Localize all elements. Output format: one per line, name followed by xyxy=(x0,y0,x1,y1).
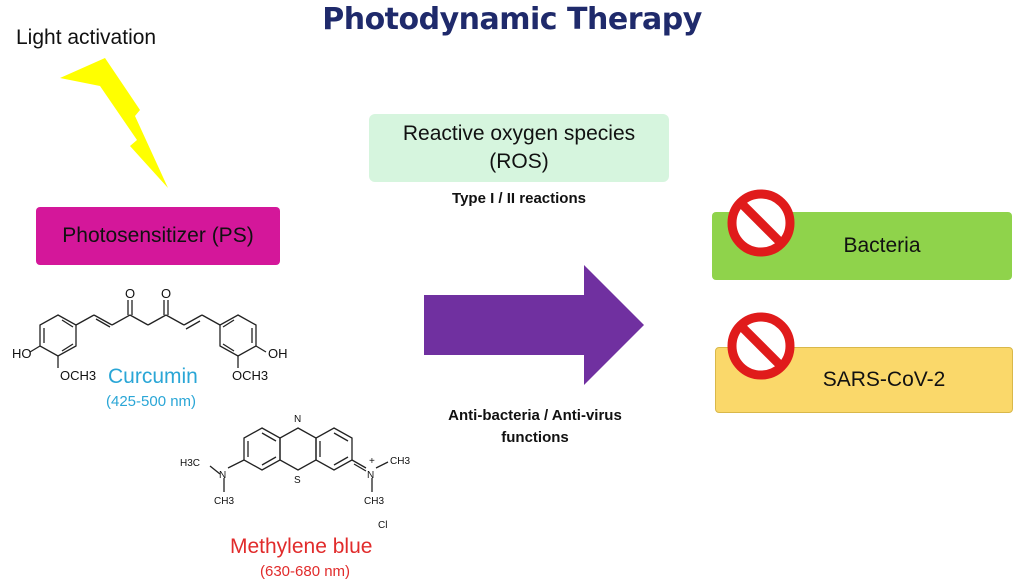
methylene-blue-name: Methylene blue xyxy=(230,535,373,558)
methylene-blue-range: (630-680 nm) xyxy=(260,563,351,580)
page-title: Photodynamic Therapy xyxy=(322,2,702,37)
lightning-bolt-icon xyxy=(60,58,168,188)
curcumin-ho-label: HO xyxy=(12,346,32,361)
photosensitizer-label: Photosensitizer (PS) xyxy=(62,224,254,247)
curcumin-o1-label: O xyxy=(125,286,135,301)
mb-n-right-label: N xyxy=(367,470,374,481)
mb-n-left-label: N xyxy=(219,470,226,481)
ros-title-line1: Reactive oxygen species xyxy=(402,122,636,145)
ros-title-line2: (ROS) xyxy=(489,150,549,173)
ros-box: Reactive oxygen species (ROS) xyxy=(369,114,669,182)
light-activation-label: Light activation xyxy=(16,26,157,49)
mb-s-label: S xyxy=(294,475,301,486)
mb-h3c-label: H3C xyxy=(180,458,200,469)
curcumin-och3-right-label: OCH3 xyxy=(232,368,268,383)
mb-plus-label: + xyxy=(369,456,375,467)
mb-ch3-b-label: CH3 xyxy=(390,456,410,467)
ros-reactions-label: Type I / II reactions xyxy=(452,190,586,207)
functions-label: Anti-bacteria / Anti-virus functions xyxy=(400,405,670,449)
right-arrow-icon xyxy=(424,265,644,385)
photosensitizer-box: Photosensitizer (PS) xyxy=(36,207,280,265)
curcumin-o2-label: O xyxy=(161,286,171,301)
curcumin-structure: HO OH O O OCH3 OCH3 xyxy=(12,286,288,383)
curcumin-oh-label: OH xyxy=(268,346,288,361)
prohibition-icon xyxy=(727,312,795,380)
mb-ch3-c-label: CH3 xyxy=(364,496,384,507)
methylene-blue-structure: N S H3C N CH3 N + CH3 CH3 Cl xyxy=(180,414,410,531)
bacteria-label: Bacteria xyxy=(843,234,921,257)
curcumin-och3-left-label: OCH3 xyxy=(60,368,96,383)
mb-ch3-a-label: CH3 xyxy=(214,496,234,507)
functions-line2: functions xyxy=(501,429,569,446)
sars-cov-2-label: SARS-CoV-2 xyxy=(822,368,946,391)
prohibition-icon xyxy=(727,189,795,257)
curcumin-range: (425-500 nm) xyxy=(106,393,197,410)
mb-cl-label: Cl xyxy=(378,520,387,531)
curcumin-name: Curcumin xyxy=(108,365,198,388)
mb-n-top-label: N xyxy=(294,414,301,425)
functions-line1: Anti-bacteria / Anti-virus xyxy=(448,407,622,424)
